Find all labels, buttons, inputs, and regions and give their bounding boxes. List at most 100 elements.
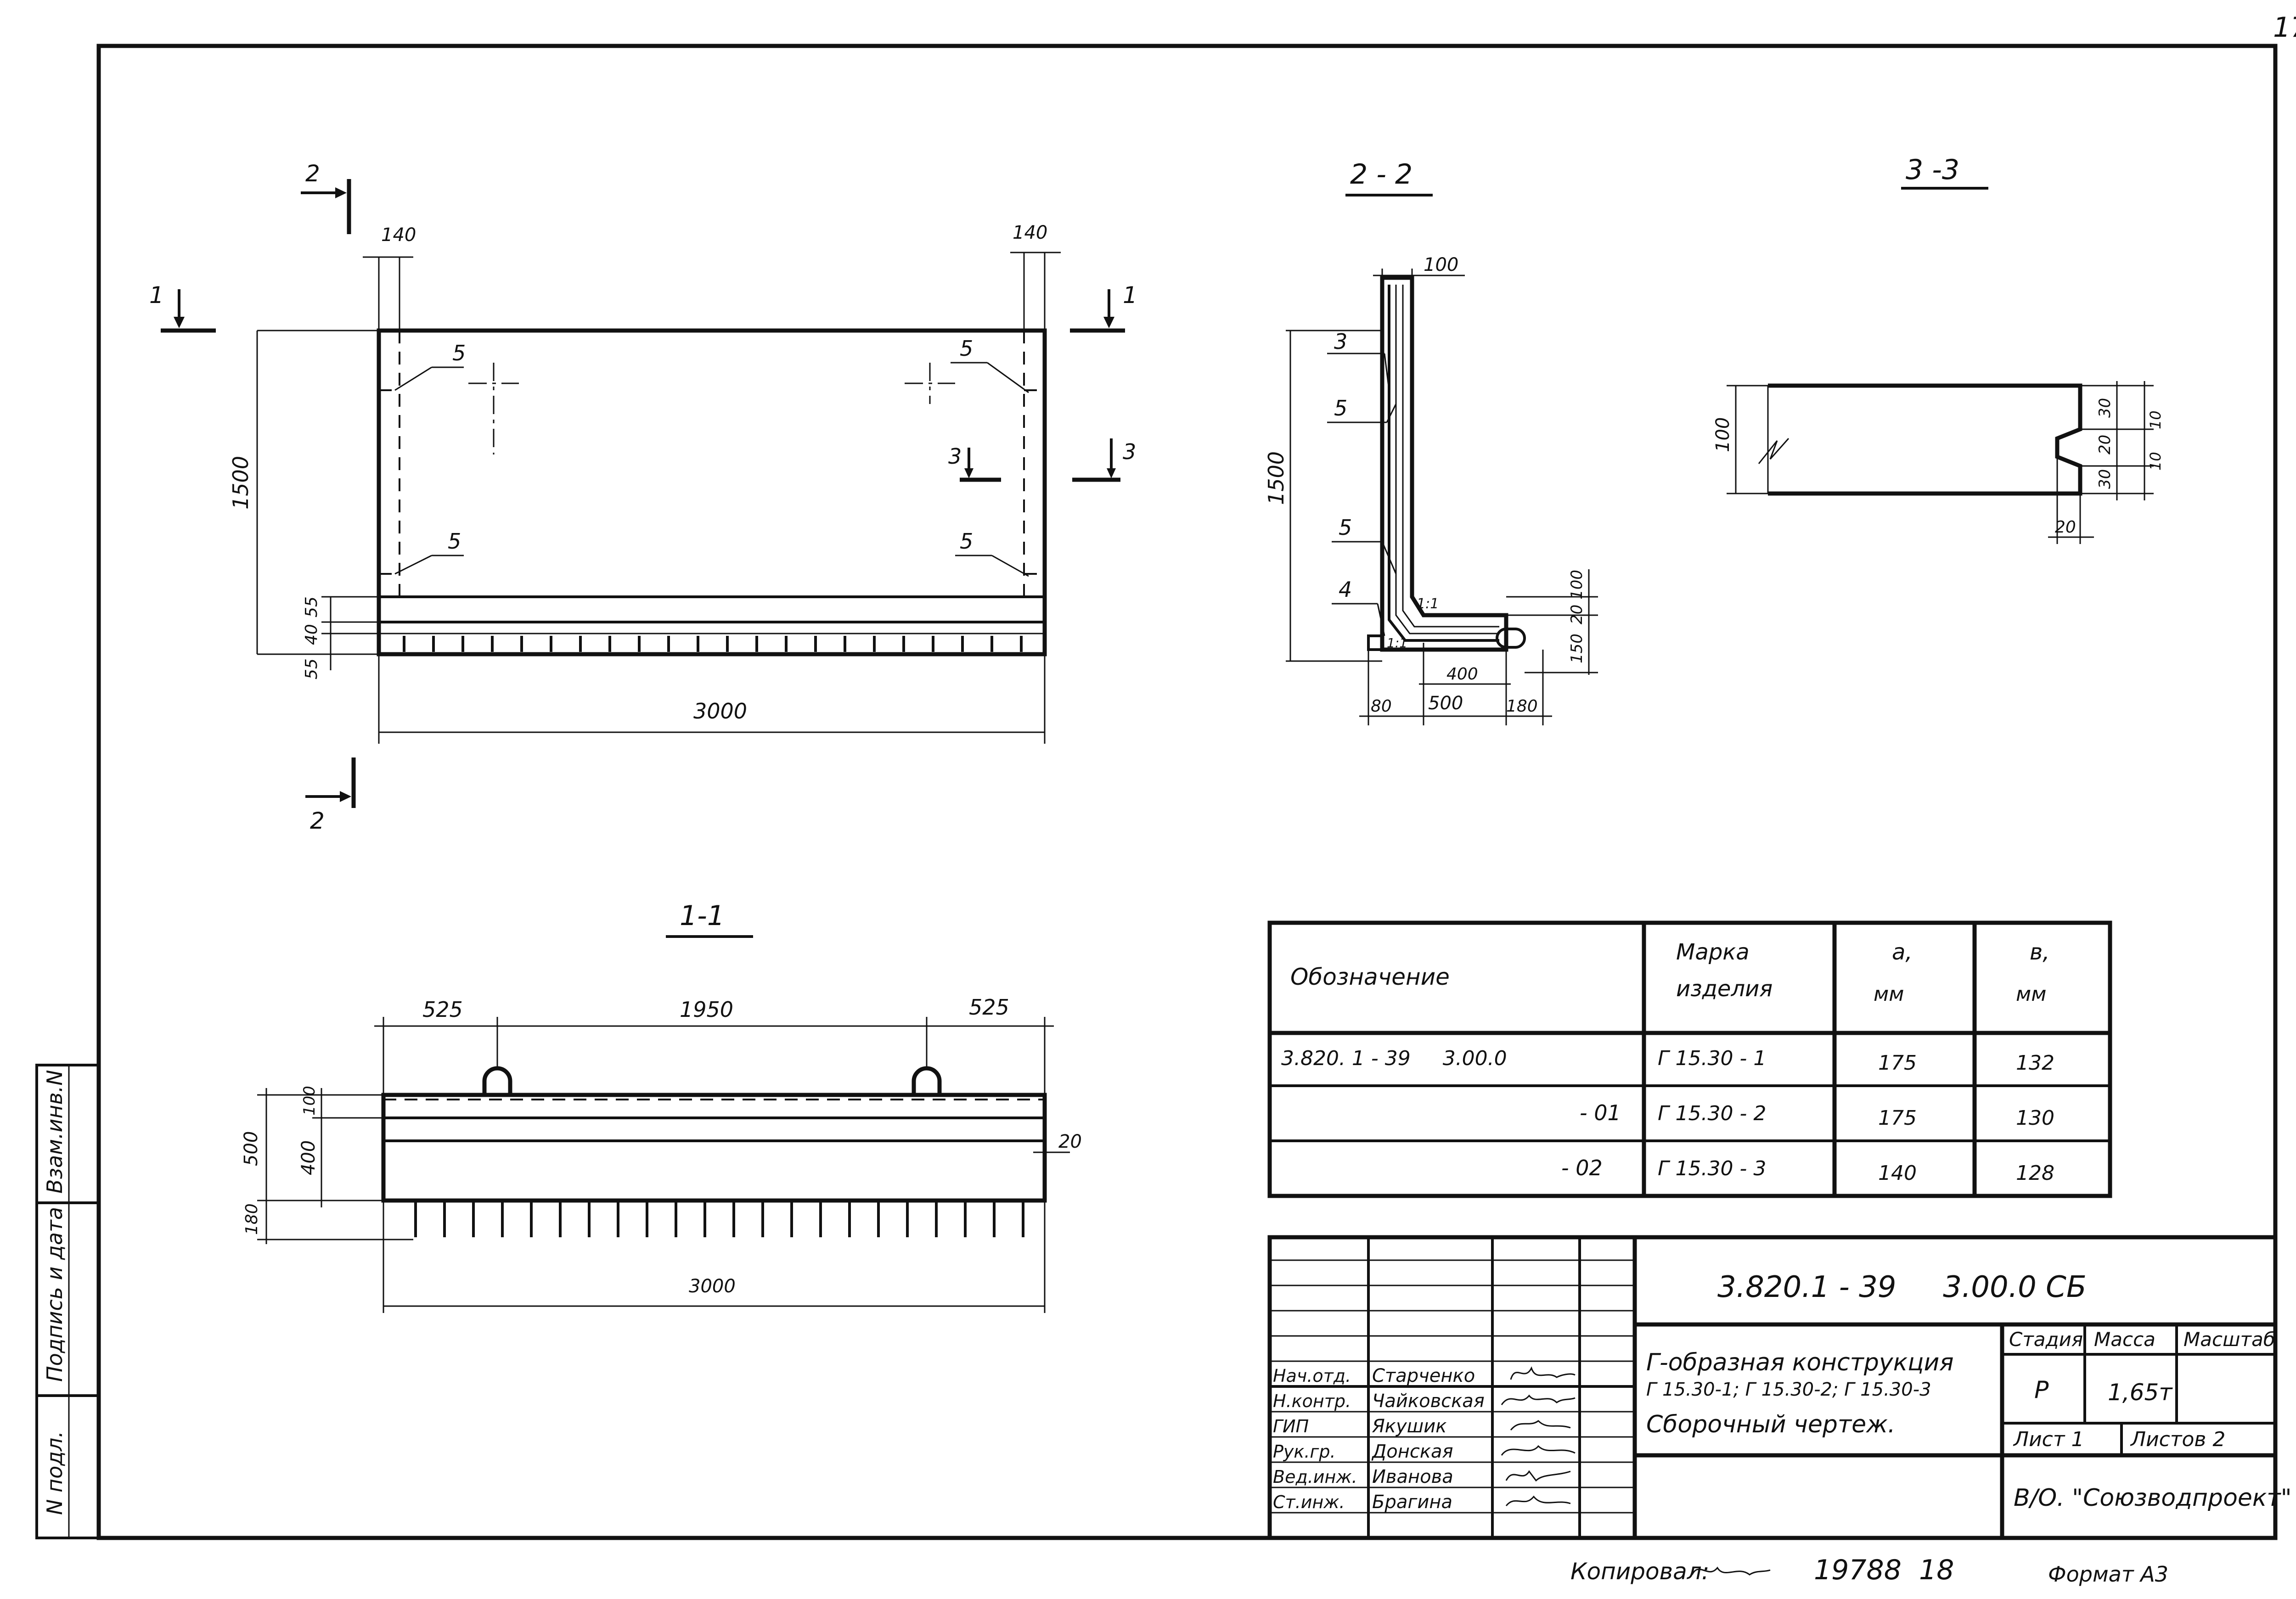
- dim-1-1-length: 3000: [689, 1276, 736, 1297]
- section-mark-2-top: 2: [301, 160, 351, 234]
- signatures: [1501, 1366, 1576, 1506]
- staff-name: Брагина: [1372, 1492, 1452, 1513]
- callout-5-2a: 5: [1334, 396, 1347, 421]
- callout-5-2b: 5: [1339, 515, 1352, 540]
- slope-2: 1:1: [1387, 635, 1407, 651]
- spec-row-3-a: 140: [1878, 1161, 1917, 1185]
- dim-1-1-20: 20: [1058, 1131, 1082, 1152]
- spec-header-a-2: мм: [1874, 982, 1904, 1006]
- spec-row-1-a: 175: [1878, 1051, 1917, 1075]
- dim-2-2-400: 400: [1446, 665, 1478, 684]
- dim-3-3-h: 100: [1712, 417, 1733, 452]
- dim-2-2-180: 180: [1506, 697, 1538, 716]
- dim-1-1-525a: 525: [422, 997, 463, 1022]
- dim-2-2-80: 80: [1371, 697, 1392, 716]
- staff-name: Донская: [1371, 1441, 1453, 1462]
- dim-3-3-20: 20: [2096, 435, 2114, 454]
- spec-header-mark-2: изделия: [1676, 976, 1773, 1002]
- page-number: 17: [2273, 11, 2296, 44]
- callout-5-c: 5: [448, 529, 461, 554]
- callout-5-d: 5: [960, 529, 973, 554]
- svg-text:1: 1: [1123, 282, 1137, 309]
- scale-label: Масштаб: [2183, 1328, 2275, 1351]
- section-2-2-title: 2 - 2: [1350, 158, 1412, 191]
- copier-signature: [1691, 1566, 1771, 1576]
- staff-role: Нач.отд.: [1273, 1366, 1351, 1386]
- side-stamp-col2: Подпись и дата: [42, 1207, 67, 1382]
- dim-3-3-30a: 30: [2096, 398, 2114, 418]
- staff-name: Чайковская: [1372, 1391, 1485, 1412]
- svg-text:2: 2: [310, 808, 325, 834]
- dim-2-2-150: 150: [1568, 634, 1586, 663]
- section-mark-1-right: 1: [1070, 282, 1137, 333]
- section-mark-3-left: 3: [948, 444, 1001, 482]
- staff-role: Вед.инж.: [1273, 1467, 1357, 1487]
- dim-2-2-20-100: 20 100: [1568, 570, 1586, 624]
- mass-label: Масса: [2094, 1328, 2155, 1351]
- spec-row-3-designation: - 02: [1561, 1156, 1603, 1180]
- dim-55-top: 55: [302, 596, 321, 617]
- section-mark-2-bottom: 2: [305, 757, 356, 834]
- section-1-1-title: 1-1: [680, 900, 725, 932]
- section-2-2: 2 - 2 1:1 1:1 100 1500 3 5 5 4: [1264, 158, 1598, 725]
- sheet-number: Лист 1: [2013, 1428, 2084, 1451]
- dim-2-2-500: 500: [1428, 693, 1463, 714]
- mass-value: 1,65т: [2108, 1379, 2173, 1406]
- callout-5-b: 5: [960, 336, 973, 361]
- dim-height: 1500: [228, 456, 253, 510]
- staff-role: Н.контр.: [1273, 1391, 1351, 1411]
- svg-text:1: 1: [149, 282, 164, 309]
- section-mark-3-right: 3: [1072, 438, 1136, 482]
- section-3-3-title: 3 -3: [1906, 154, 1959, 186]
- section-mark-1-left: 1: [149, 282, 216, 333]
- front-view: 5 5 5 5 140 140 1500 55 40 55 3000: [149, 160, 1137, 834]
- slope-1: 1:1: [1417, 596, 1439, 612]
- title-line-2: Г 15.30-1; Г 15.30-2; Г 15.30-3: [1646, 1379, 1931, 1400]
- spec-header-b-2: мм: [2016, 982, 2046, 1006]
- spec-row-1-mark: Г 15.30 - 1: [1658, 1047, 1766, 1070]
- side-stamp-col1: Взам.инв.N: [42, 1070, 67, 1194]
- footer: Копировал: 19788 18 Формат А3: [1570, 1554, 2168, 1587]
- section-1-1: 1-1 525 1950 525 500 100 400 180 20: [241, 900, 1082, 1313]
- svg-text:3: 3: [1123, 439, 1136, 464]
- stage-value: Р: [2034, 1376, 2049, 1404]
- sheet-count: Листов 2: [2130, 1428, 2225, 1451]
- dim-140-right: 140: [1013, 222, 1047, 243]
- side-stamp-col3: N подл.: [42, 1431, 67, 1515]
- title-line-3: Сборочный чертеж.: [1646, 1411, 1896, 1438]
- dim-3-3-10a: 10: [2147, 410, 2164, 429]
- svg-text:3: 3: [948, 444, 962, 469]
- dim-3-3-10b: 10: [2147, 452, 2164, 471]
- doc-code: 3.820.1 - 39 3.00.0 СБ: [1717, 1270, 2087, 1304]
- callout-3: 3: [1334, 329, 1347, 354]
- staff-name: Якушик: [1372, 1416, 1446, 1437]
- staff-role: Ст.инж.: [1273, 1492, 1345, 1512]
- dim-140-left: 140: [381, 224, 416, 246]
- callout-4: 4: [1339, 577, 1352, 602]
- staff-role: ГИП: [1273, 1416, 1309, 1436]
- organization: В/О. "Союзводпроект": [2014, 1484, 2292, 1512]
- title-line-1: Г-образная конструкция: [1646, 1349, 1954, 1376]
- svg-text:2: 2: [305, 160, 320, 187]
- side-stamp: Взам.инв.N Подпись и дата N подл.: [35, 1064, 100, 1539]
- spec-table: Обозначение Марка изделия a, мм в, мм 3.…: [1267, 920, 2112, 1198]
- callout-5-a: 5: [452, 341, 466, 365]
- staff-role: Рук.гр.: [1273, 1442, 1336, 1462]
- title-block: 3.820.1 - 39 3.00.0 СБ Г-образная констр…: [1267, 1235, 2292, 1540]
- dim-2-2-height: 1500: [1264, 451, 1289, 505]
- spec-header-b-1: в,: [2030, 939, 2050, 965]
- spec-row-2-designation: - 01: [1580, 1100, 1621, 1125]
- footer-number: 19788 18: [1814, 1554, 1954, 1586]
- dim-3-3-30b: 30: [2096, 469, 2114, 489]
- dim-55-bottom: 55: [302, 658, 321, 679]
- spec-row-1-b: 132: [2016, 1051, 2054, 1075]
- staff-list: Нач.отд. Старченко Н.контр. Чайковская Г…: [1273, 1365, 1485, 1513]
- dim-40: 40: [302, 624, 321, 645]
- dim-2-2-top: 100: [1424, 254, 1458, 275]
- footer-format: Формат А3: [2048, 1562, 2168, 1587]
- dim-length: 3000: [693, 699, 747, 724]
- spec-row-2-b: 130: [2016, 1106, 2054, 1130]
- staff-name: Старченко: [1372, 1365, 1475, 1386]
- spec-row-2-a: 175: [1878, 1106, 1917, 1130]
- dim-1-1-180: 180: [242, 1203, 261, 1235]
